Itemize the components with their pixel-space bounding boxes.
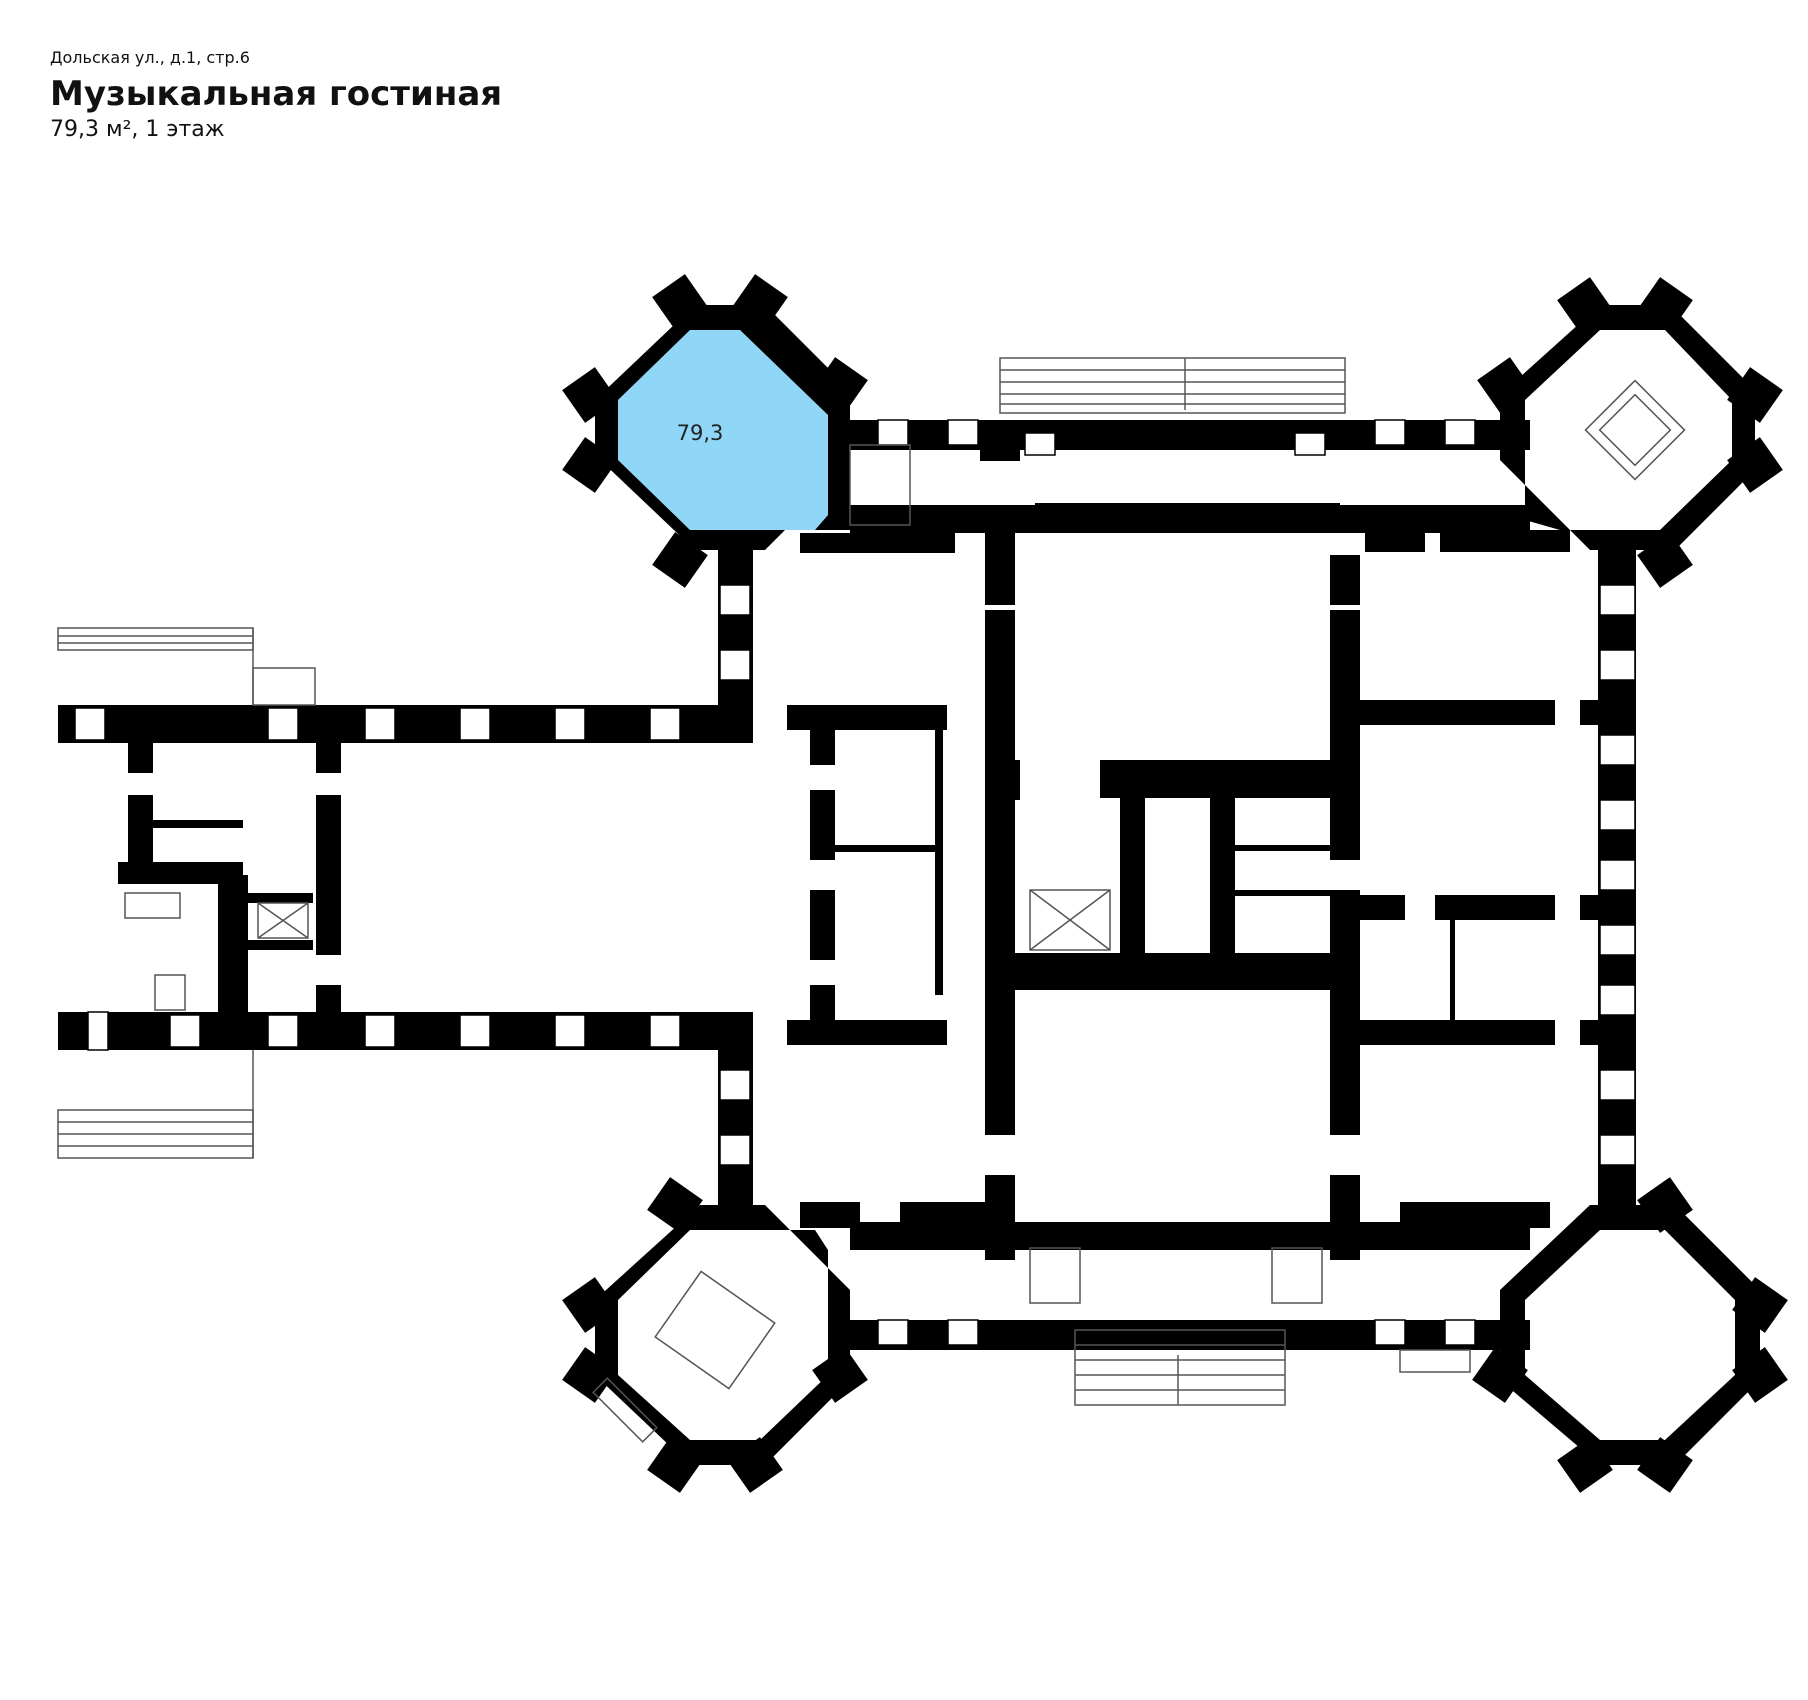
windows (74, 419, 1636, 1346)
stairs-and-details (57, 357, 1686, 1443)
tower-top-right (1500, 305, 1755, 550)
room-title: Музыкальная гостиная (50, 74, 503, 114)
header: Дольская ул., д.1, стр.6 Музыкальная гос… (50, 48, 502, 144)
room-area-label: 79,3 (677, 421, 724, 445)
walls (58, 274, 1788, 1493)
room-meta: 79,3 м², 1 этаж (50, 117, 225, 142)
tower-bottom-left (595, 1205, 850, 1465)
address: Дольская ул., д.1, стр.6 (50, 48, 250, 67)
tower-bottom-right (1500, 1205, 1760, 1465)
tower-top-left (595, 305, 850, 550)
highlighted-room[interactable] (618, 330, 828, 530)
